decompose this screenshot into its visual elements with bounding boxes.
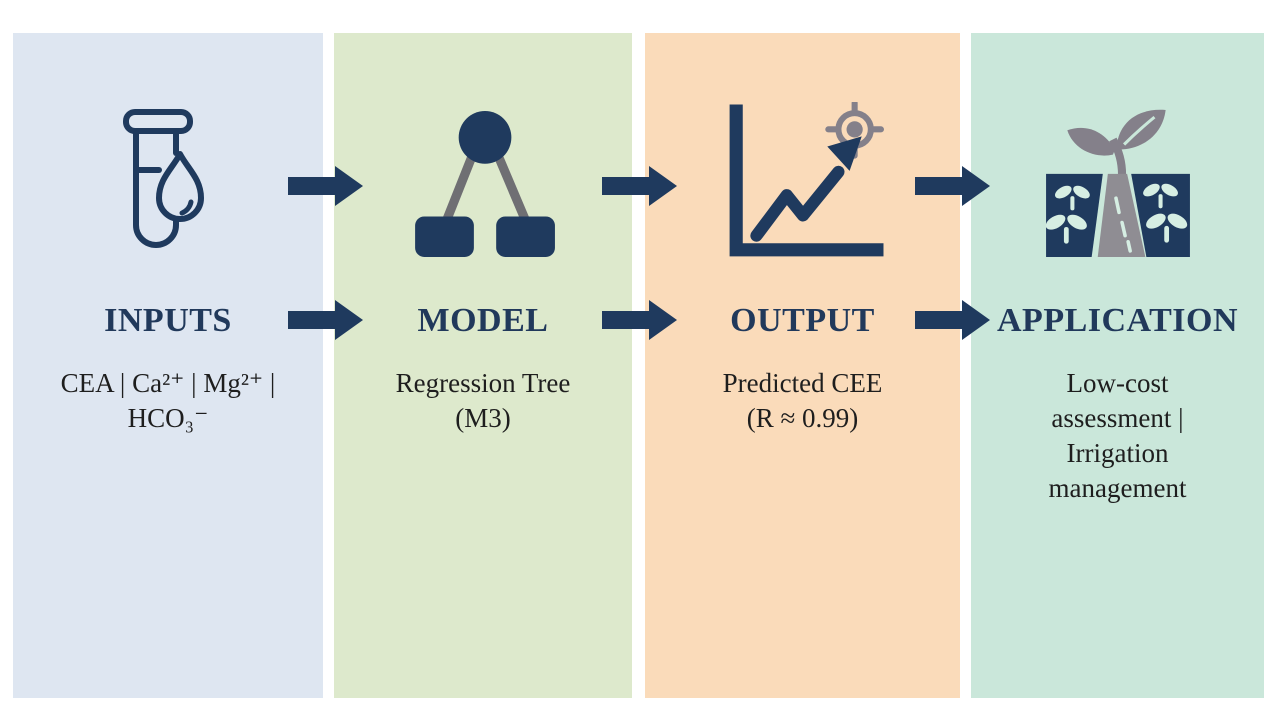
rising-chart-target-icon — [729, 102, 884, 257]
body-text-line: Irrigation — [1066, 438, 1169, 468]
body-text-line: (R ≈ 0.99) — [746, 403, 859, 433]
body-text-line: Regression Tree — [395, 368, 571, 398]
body-text-line: management — [1048, 473, 1187, 503]
arrow-inputs-to-model-top-icon — [288, 166, 363, 206]
stage-column-output: OUTPUT Predicted CEE (R ≈ 0.99) — [645, 33, 960, 698]
decision-tree-icon — [415, 111, 555, 257]
arrow-output-to-application-title-icon — [915, 300, 990, 340]
arrow-output-to-application-top-icon — [915, 166, 990, 206]
body-text-line: (M3) — [455, 403, 511, 433]
stage-body-model: Regression Tree (M3) — [334, 366, 632, 436]
test-tube-droplet-icon — [123, 109, 204, 248]
body-text-line: Low-cost — [1066, 368, 1169, 398]
stage-title-inputs: INPUTS — [104, 302, 232, 339]
stage-body-output: Predicted CEE (R ≈ 0.99) — [645, 366, 960, 436]
model-icon-area — [334, 103, 632, 263]
stage-column-inputs: INPUTS CEA | Ca²⁺ | Mg²⁺ | HCO₃⁻ — [13, 33, 323, 698]
stage-title-model: MODEL — [417, 302, 549, 339]
body-text-line: assessment | — [1051, 403, 1184, 433]
body-text-line: Predicted CEE — [722, 368, 883, 398]
stage-column-model: MODEL Regression Tree (M3) — [334, 33, 632, 698]
arrow-model-to-output-top-icon — [602, 166, 677, 206]
output-icon-area — [645, 102, 960, 263]
body-text-line: HCO₃⁻ — [127, 403, 209, 433]
stage-title-application: APPLICATION — [997, 302, 1238, 339]
stage-column-application: APPLICATION Low-cost assessment | Irrigati… — [971, 33, 1264, 698]
application-icon-area — [971, 103, 1264, 263]
crop-field-seedling-icon — [1042, 109, 1190, 257]
stage-body-application: Low-cost assessment | Irrigation management — [971, 366, 1264, 506]
arrow-model-to-output-title-icon — [602, 300, 677, 340]
inputs-icon-area — [13, 103, 323, 263]
stage-title-output: OUTPUT — [730, 302, 875, 339]
arrow-inputs-to-model-title-icon — [288, 300, 363, 340]
stage-body-inputs: CEA | Ca²⁺ | Mg²⁺ | HCO₃⁻ — [13, 366, 323, 436]
body-text-line: CEA | Ca²⁺ | Mg²⁺ | — [60, 368, 276, 398]
